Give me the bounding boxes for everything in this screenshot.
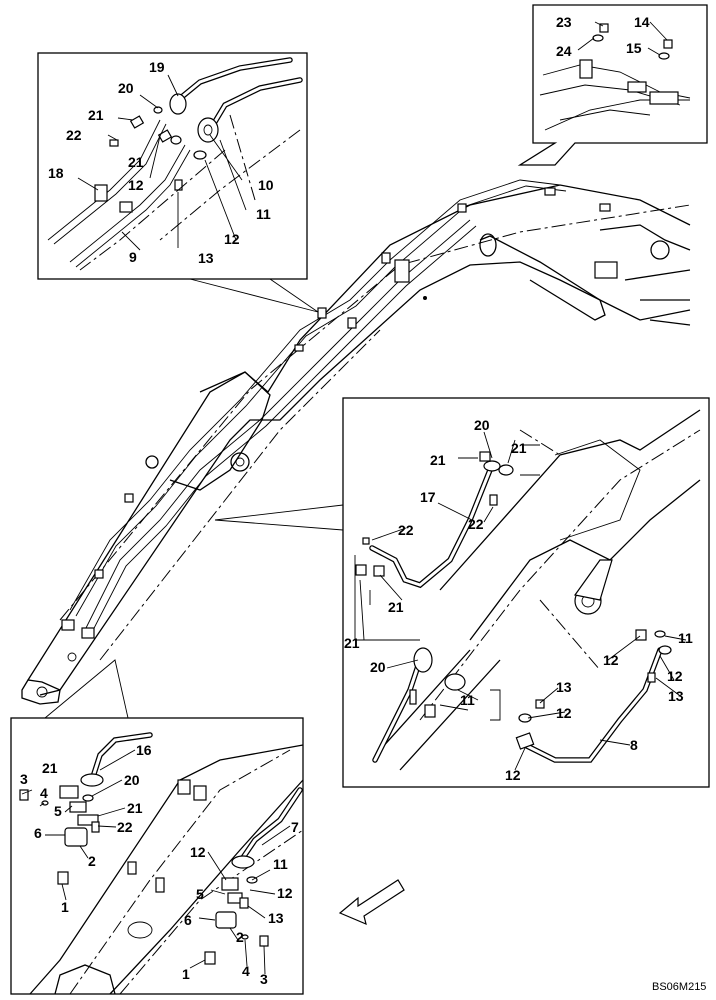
callout-b-21-b: 21 — [127, 800, 143, 816]
callout-b-7: 7 — [291, 819, 299, 835]
callout-b-3: 3 — [20, 771, 28, 787]
callout-r-22: 22 — [398, 522, 414, 538]
callout-r-12-d: 12 — [505, 767, 521, 783]
boom-illustration — [21, 179, 691, 705]
callout-10: 10 — [258, 177, 274, 193]
callout-r-17: 17 — [420, 489, 436, 505]
callout-b-4-b: 4 — [242, 963, 250, 979]
detail-box-bottom-left — [10, 659, 304, 995]
callout-r-21-d: 21 — [344, 635, 360, 651]
callouts-right: 20 21 21 17 22 22 21 21 20 11 11 12 12 1… — [344, 417, 693, 783]
drawing-code: BS06M215 — [652, 981, 706, 993]
callout-r-11-b: 11 — [678, 630, 693, 646]
callout-r-11: 11 — [460, 692, 475, 708]
callout-r-21-c: 21 — [388, 599, 404, 615]
callout-r-22-b: 22 — [468, 516, 484, 532]
callout-b-2-b: 2 — [236, 929, 244, 945]
callout-r-13-b: 13 — [668, 688, 684, 704]
callout-b-1: 1 — [61, 899, 69, 915]
callout-b-13: 13 — [268, 910, 284, 926]
callout-22: 22 — [66, 127, 82, 143]
callout-21: 21 — [88, 107, 104, 123]
callout-11: 11 — [256, 206, 271, 222]
callout-b-16: 16 — [136, 742, 152, 758]
callout-b-5: 5 — [54, 803, 62, 819]
callout-9: 9 — [129, 249, 137, 265]
callout-r-12-b: 12 — [667, 668, 683, 684]
callout-r-8: 8 — [630, 737, 638, 753]
callouts-top-left: 19 20 21 22 18 21 12 10 11 12 13 9 — [48, 59, 274, 266]
callout-b-1-b: 1 — [182, 966, 190, 982]
callout-b-21: 21 — [42, 760, 58, 776]
callout-20: 20 — [118, 80, 134, 96]
callout-12-b: 12 — [224, 231, 240, 247]
callout-23: 23 — [556, 14, 572, 30]
callout-b-2: 2 — [88, 853, 96, 869]
callout-14: 14 — [634, 14, 650, 30]
callout-21-b: 21 — [128, 154, 144, 170]
callout-b-12-b: 12 — [277, 885, 293, 901]
callout-r-20: 20 — [474, 417, 490, 433]
callout-r-21: 21 — [511, 440, 527, 456]
callout-b-4: 4 — [40, 785, 48, 801]
callout-r-21-b: 21 — [430, 452, 446, 468]
callout-13: 13 — [198, 250, 214, 266]
callout-b-3-b: 3 — [260, 971, 268, 987]
callout-b-22: 22 — [117, 819, 133, 835]
callout-b-12: 12 — [190, 844, 206, 860]
callout-r-20-b: 20 — [370, 659, 386, 675]
direction-arrow — [338, 879, 405, 926]
callout-b-6: 6 — [34, 825, 42, 841]
callouts-bottom-left: 16 21 3 20 4 5 21 6 22 2 7 1 12 11 5 12 … — [20, 742, 299, 987]
detail-box-top-right — [517, 4, 708, 166]
callout-b-11: 11 — [273, 856, 288, 872]
detail-box-right — [214, 397, 710, 788]
detail-box-top-left — [37, 52, 319, 313]
callout-r-13: 13 — [556, 679, 572, 695]
callout-18: 18 — [48, 165, 64, 181]
callout-19: 19 — [149, 59, 165, 75]
callout-r-12-c: 12 — [556, 705, 572, 721]
callouts-top-right: 23 14 24 15 — [556, 14, 650, 59]
callout-r-12: 12 — [603, 652, 619, 668]
callout-24: 24 — [556, 43, 572, 59]
callout-15: 15 — [626, 40, 642, 56]
callout-12: 12 — [128, 177, 144, 193]
callout-b-20: 20 — [124, 772, 140, 788]
callout-b-5-b: 5 — [196, 886, 204, 902]
callout-b-6-b: 6 — [184, 912, 192, 928]
